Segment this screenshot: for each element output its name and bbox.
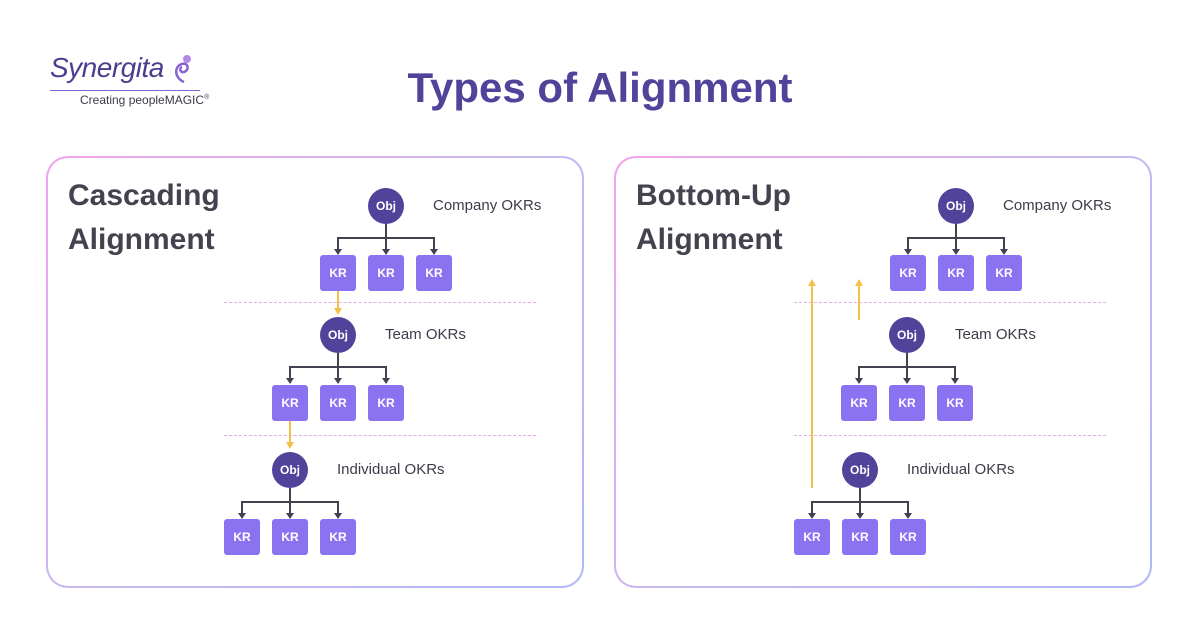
tree-connector (858, 366, 860, 378)
logo-swirl-icon (175, 55, 191, 84)
level-separator (794, 435, 1106, 436)
tree-connector (241, 501, 243, 513)
tree-connector (859, 488, 861, 502)
company-key-result-node: KR (416, 255, 452, 291)
company-okrs-label: Company OKRs (1003, 197, 1112, 214)
individual-objective-node: Obj (272, 452, 308, 488)
company-key-result-node: KR (986, 255, 1022, 291)
team-objective-node: Obj (889, 317, 925, 353)
company-key-result-node: KR (938, 255, 974, 291)
individual-key-result-node: KR (842, 519, 878, 555)
company-objective-node: Obj (938, 188, 974, 224)
individual-okrs-label: Individual OKRs (337, 461, 445, 478)
team-okrs-label: Team OKRs (385, 326, 466, 343)
cascade-arrow (289, 421, 291, 443)
tree-connector (385, 224, 387, 238)
team-key-result-node: KR (889, 385, 925, 421)
bottom-up-panel-title: Bottom-Up Alignment (636, 179, 791, 256)
team-key-result-node: KR (320, 385, 356, 421)
arrow-head-icon (286, 378, 294, 384)
company-key-result-node: KR (890, 255, 926, 291)
bottom-up-alignment-panel (614, 156, 1152, 588)
arrow-head-icon (952, 249, 960, 255)
company-key-result-node: KR (368, 255, 404, 291)
team-key-result-node: KR (368, 385, 404, 421)
individual-key-result-node: KR (890, 519, 926, 555)
arrow-head-icon (382, 378, 390, 384)
cascade-arrow-head-icon (334, 308, 342, 315)
tree-connector (1003, 237, 1005, 249)
logo-tagline: Creating peopleMAGIC® (80, 93, 210, 107)
bottom-up-arrow-head-icon (855, 279, 863, 286)
team-key-result-node: KR (937, 385, 973, 421)
company-key-result-node: KR (320, 255, 356, 291)
level-separator (794, 302, 1106, 303)
arrow-head-icon (382, 249, 390, 255)
tree-connector (337, 501, 339, 513)
tree-connector (955, 237, 957, 249)
synergita-logo: Synergita Creating peopleMAGIC® (50, 48, 210, 112)
arrow-head-icon (855, 378, 863, 384)
cascade-arrow (337, 291, 339, 309)
tree-connector (906, 366, 908, 378)
arrow-head-icon (808, 513, 816, 519)
bottom-up-arrow (858, 286, 860, 320)
individual-key-result-node: KR (272, 519, 308, 555)
individual-okrs-label: Individual OKRs (907, 461, 1015, 478)
tree-connector (337, 366, 339, 378)
arrow-head-icon (1000, 249, 1008, 255)
arrow-head-icon (238, 513, 246, 519)
individual-key-result-node: KR (794, 519, 830, 555)
individual-key-result-node: KR (320, 519, 356, 555)
level-separator (224, 435, 536, 436)
individual-objective-node: Obj (842, 452, 878, 488)
tree-connector (337, 353, 339, 367)
arrow-head-icon (334, 378, 342, 384)
team-key-result-node: KR (272, 385, 308, 421)
tree-connector (385, 237, 387, 249)
tree-connector (289, 366, 291, 378)
tree-connector (907, 501, 909, 513)
arrow-head-icon (951, 378, 959, 384)
arrow-head-icon (286, 513, 294, 519)
logo-name: Synergita (50, 52, 164, 83)
company-objective-node: Obj (368, 188, 404, 224)
individual-key-result-node: KR (224, 519, 260, 555)
tree-connector (811, 501, 813, 513)
tree-connector (907, 237, 909, 249)
level-separator (224, 302, 536, 303)
bottom-up-arrow-head-icon (808, 279, 816, 286)
bottom-up-arrow (811, 286, 813, 488)
team-okrs-label: Team OKRs (955, 326, 1036, 343)
team-objective-node: Obj (320, 317, 356, 353)
team-key-result-node: KR (841, 385, 877, 421)
arrow-head-icon (903, 378, 911, 384)
arrow-head-icon (334, 249, 342, 255)
tree-connector (337, 237, 339, 249)
arrow-head-icon (904, 249, 912, 255)
cascade-arrow-head-icon (286, 442, 294, 449)
tree-connector (289, 488, 291, 502)
cascading-panel-title: Cascading Alignment (68, 179, 220, 256)
arrow-head-icon (334, 513, 342, 519)
page-title: Types of Alignment (407, 64, 793, 111)
tree-connector (433, 237, 435, 249)
tree-connector (906, 353, 908, 367)
arrow-head-icon (904, 513, 912, 519)
company-okrs-label: Company OKRs (433, 197, 542, 214)
tree-connector (955, 224, 957, 238)
tree-connector (954, 366, 956, 378)
logo-divider (50, 90, 200, 91)
tree-connector (859, 501, 861, 513)
tree-connector (289, 501, 291, 513)
arrow-head-icon (430, 249, 438, 255)
tree-connector (385, 366, 387, 378)
arrow-head-icon (856, 513, 864, 519)
cascading-alignment-panel (46, 156, 584, 588)
